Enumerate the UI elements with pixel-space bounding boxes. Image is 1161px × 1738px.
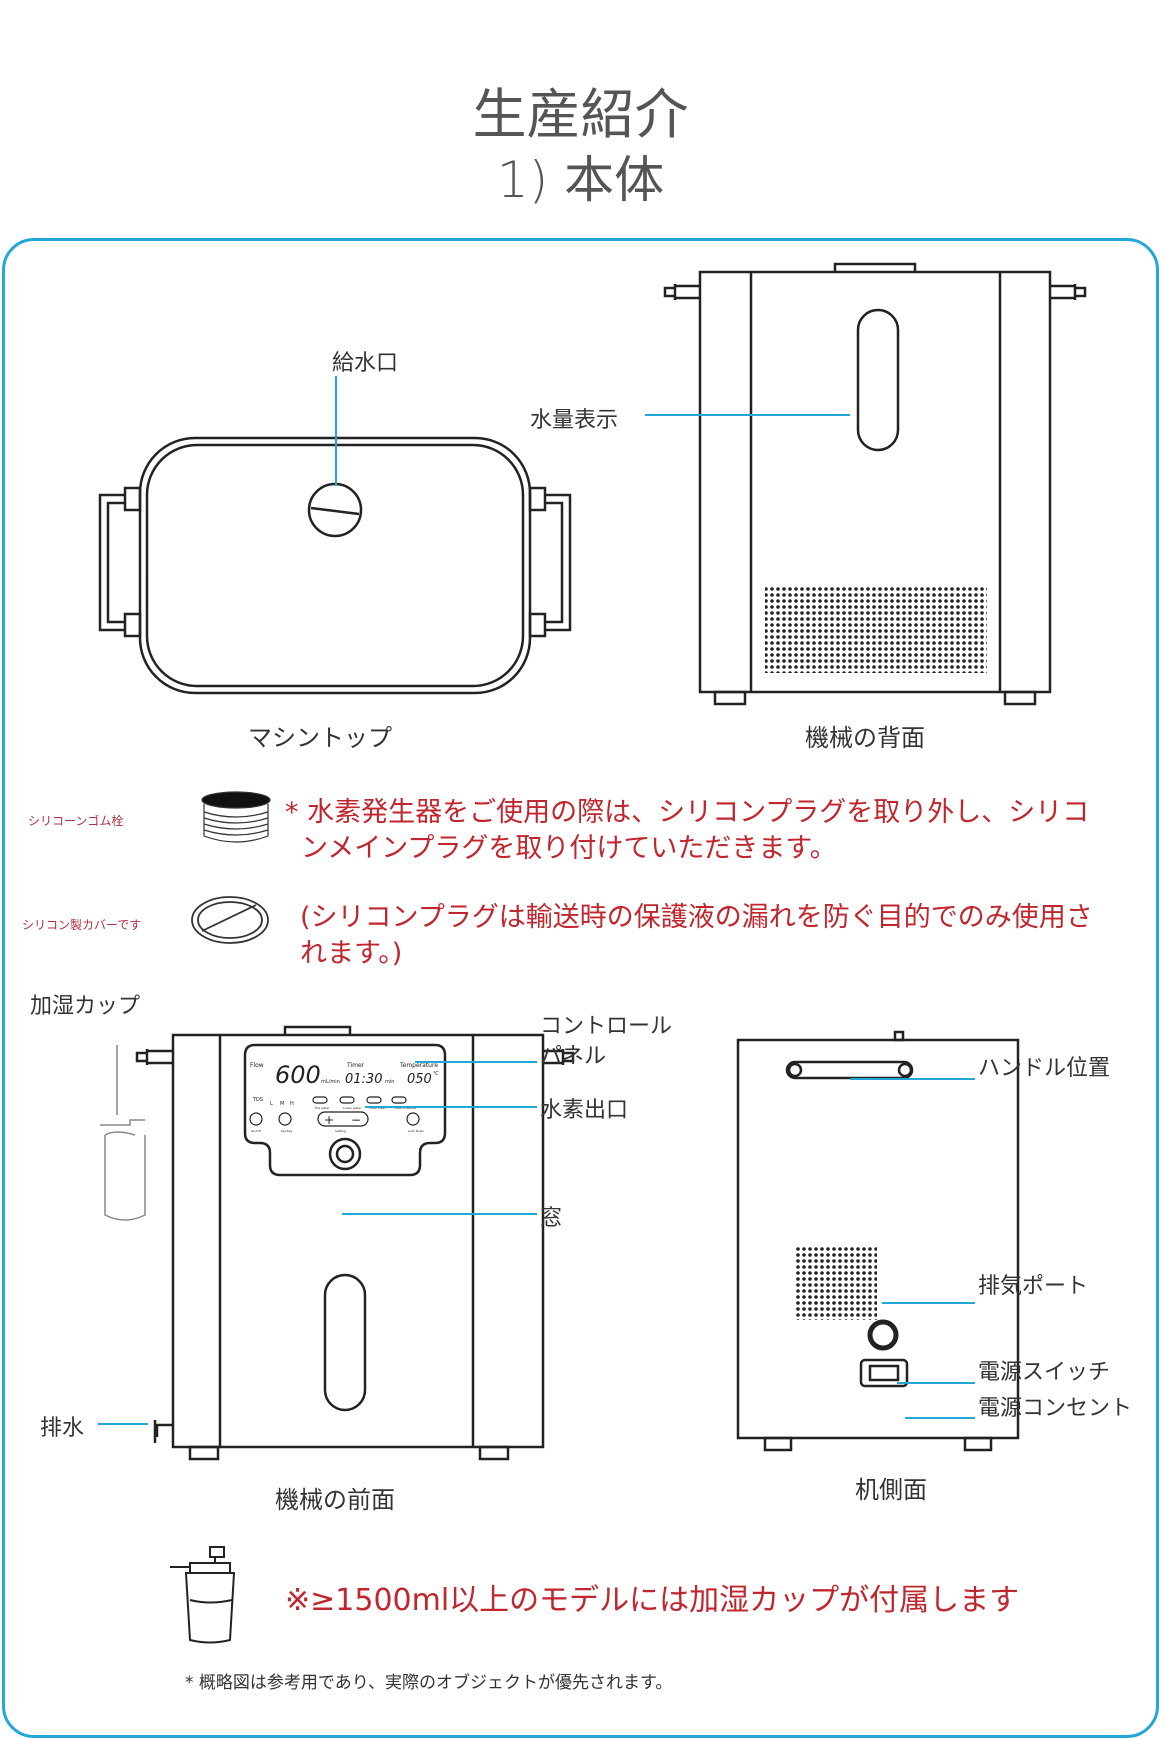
label-drain: 排水 xyxy=(40,1416,85,1441)
panel-timer-unit: min xyxy=(385,1079,394,1085)
silicone-plug-icon xyxy=(201,791,271,843)
note-1: * 水素発生器をご使用の際は、シリコンプラグを取り外し、シリコ ンメインプラグを… xyxy=(285,795,1089,867)
panel-temp-unit: ℃ xyxy=(433,1071,439,1077)
caption-side-view: 机側面 xyxy=(855,1476,927,1504)
panel-temp-label: Temperature xyxy=(399,1062,438,1069)
label-fill-port: 給水口 xyxy=(332,351,399,376)
caption-front-view: 機械の前面 xyxy=(275,1486,395,1514)
label-control-panel-line-1: コントロール xyxy=(540,1014,673,1039)
leader-line xyxy=(335,376,337,486)
plus-button: + xyxy=(324,1113,334,1127)
machine-front-drawing: Flow 600 mL/min Timer 01:30 min Temperat… xyxy=(100,1025,575,1461)
caption-back-view: 機械の背面 xyxy=(805,724,925,752)
leader-line xyxy=(905,1417,975,1419)
tds-h: H xyxy=(290,1101,294,1107)
leader-line xyxy=(897,1382,975,1384)
tds-l: L xyxy=(270,1101,273,1107)
panel-flow-unit: mL/min xyxy=(321,1079,340,1085)
leader-line xyxy=(365,1106,537,1108)
panel-timer-value: 01:30 xyxy=(345,1072,382,1087)
drain-button-label: Auto Drain xyxy=(408,1129,424,1133)
panel-timer-label: Timer xyxy=(346,1062,365,1069)
label-silicone-cover: シリコン製カバーです xyxy=(22,918,142,932)
label-exhaust-port: 排気ポート xyxy=(978,1274,1089,1299)
leader-line xyxy=(882,1302,975,1304)
tds-m: M xyxy=(280,1101,284,1107)
indicator-over-pressure: Over Pressure xyxy=(395,1106,416,1110)
silicone-cover-icon xyxy=(191,896,269,944)
minus-button: − xyxy=(351,1113,361,1127)
panel-temp-value: 050 xyxy=(407,1072,432,1087)
note-1-line-1: * 水素発生器をご使用の際は、シリコンプラグを取り外し、シリコ xyxy=(285,797,1090,828)
note-2-line-1: (シリコンプラグは輸送時の保護液の漏れを防ぐ目的でのみ使用さ xyxy=(300,902,1093,933)
leader-line xyxy=(342,1213,537,1215)
leader-line xyxy=(850,1078,975,1080)
note-2-line-2: れます。) xyxy=(300,938,403,969)
label-hydrogen-outlet: 水素出口 xyxy=(540,1098,629,1123)
humidifier-cup-icon xyxy=(170,1546,236,1644)
machine-back-drawing xyxy=(663,262,1087,706)
lock-button-label: Set Key xyxy=(281,1129,293,1133)
leader-line xyxy=(98,1423,148,1425)
label-humidifier-cup: 加湿カップ xyxy=(30,994,141,1019)
indicator-lower-water: Lower water xyxy=(343,1106,362,1110)
label-power-switch: 電源スイッチ xyxy=(978,1360,1111,1385)
note-2: (シリコンプラグは輸送時の保護液の漏れを防ぐ目的でのみ使用さ れます。) xyxy=(300,900,1093,972)
indicator-full-water: Full water xyxy=(315,1106,330,1110)
label-silicone-plug: シリコーンゴム栓 xyxy=(28,814,124,828)
cup-note: ※≥1500ml以上のモデルには加湿カップが付属します xyxy=(285,1583,1020,1618)
leader-line xyxy=(645,414,850,416)
label-handle: ハンドル位置 xyxy=(978,1056,1111,1081)
machine-side-drawing xyxy=(736,1030,1020,1452)
caption-top-view: マシントップ xyxy=(248,724,392,752)
label-control-panel-line-2: パネル xyxy=(540,1044,607,1069)
page-title: 生産紹介 xyxy=(472,83,689,146)
power-button-label: On/Off xyxy=(251,1129,262,1133)
note-1-line-2: ンメインプラグを取り付けていただきます。 xyxy=(301,833,837,864)
panel-flow-value: 600 xyxy=(275,1061,321,1089)
label-water-level: 水量表示 xyxy=(530,408,619,433)
panel-tds-label: TDS xyxy=(252,1097,263,1103)
label-control-panel: コントロール パネル xyxy=(540,1012,672,1072)
leader-line xyxy=(415,1061,537,1063)
setting-button-label: Setting xyxy=(335,1129,346,1133)
label-power-socket: 電源コンセント xyxy=(978,1396,1133,1421)
label-window: 窓 xyxy=(540,1206,563,1231)
footnote: * 概略図は参考用であり、実際のオブジェクトが優先されます。 xyxy=(185,1673,673,1693)
panel-flow-label: Flow xyxy=(250,1062,264,1069)
indicator-over-heat: Over Heat xyxy=(370,1106,386,1110)
page-subtitle: 1) 本体 xyxy=(496,151,665,209)
